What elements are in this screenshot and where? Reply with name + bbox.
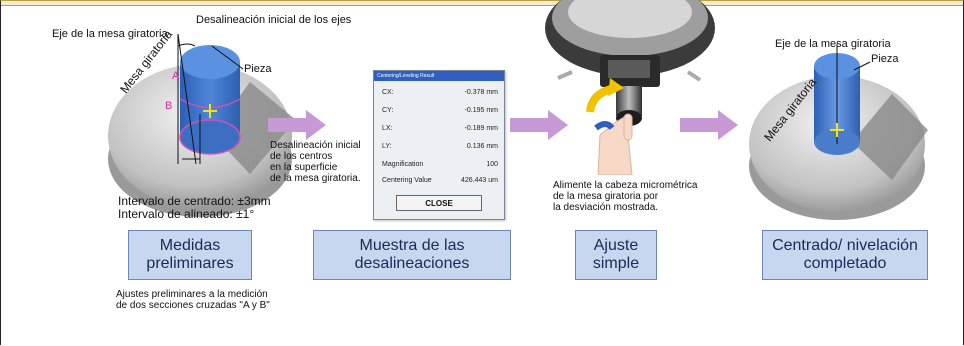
section-a-label: A xyxy=(172,70,180,82)
adjust-note: Alimente la cabeza micrométrica de la me… xyxy=(553,180,698,213)
micrometer-illustration xyxy=(545,0,715,175)
preliminary-footnote: Ajustes preliminares a la medición de do… xyxy=(116,289,270,311)
arrow-right-icon xyxy=(680,110,738,140)
top-band xyxy=(0,0,964,6)
axis-label-final: Eje de la mesa giratoria xyxy=(775,38,891,50)
misalignment-label: Desalineación inicial de los ejes xyxy=(196,14,352,26)
piece-label-final: Pieza xyxy=(871,53,899,65)
section-b-label: B xyxy=(165,100,173,112)
arrow-right-icon xyxy=(510,110,568,140)
result-dialog: Centering/Leveling Result CX:-0.378 mm C… xyxy=(373,70,505,220)
dialog-title: Centering/Leveling Result xyxy=(374,71,504,81)
leveling-interval: Intervalo de alineado: ±1° xyxy=(118,207,255,221)
stage4-table-illustration xyxy=(749,44,928,220)
piece-label: Pieza xyxy=(244,63,272,75)
stage1-table-illustration xyxy=(108,33,296,217)
close-button[interactable]: CLOSE xyxy=(396,195,482,211)
centering-interval: Intervalo de centrado: ±3mm xyxy=(118,194,271,208)
center-misalignment-note: Desalineación inicial de los centros en … xyxy=(270,140,361,184)
arrow-right-icon xyxy=(268,110,326,140)
axis-label: Eje de la mesa giratoria xyxy=(52,28,168,40)
